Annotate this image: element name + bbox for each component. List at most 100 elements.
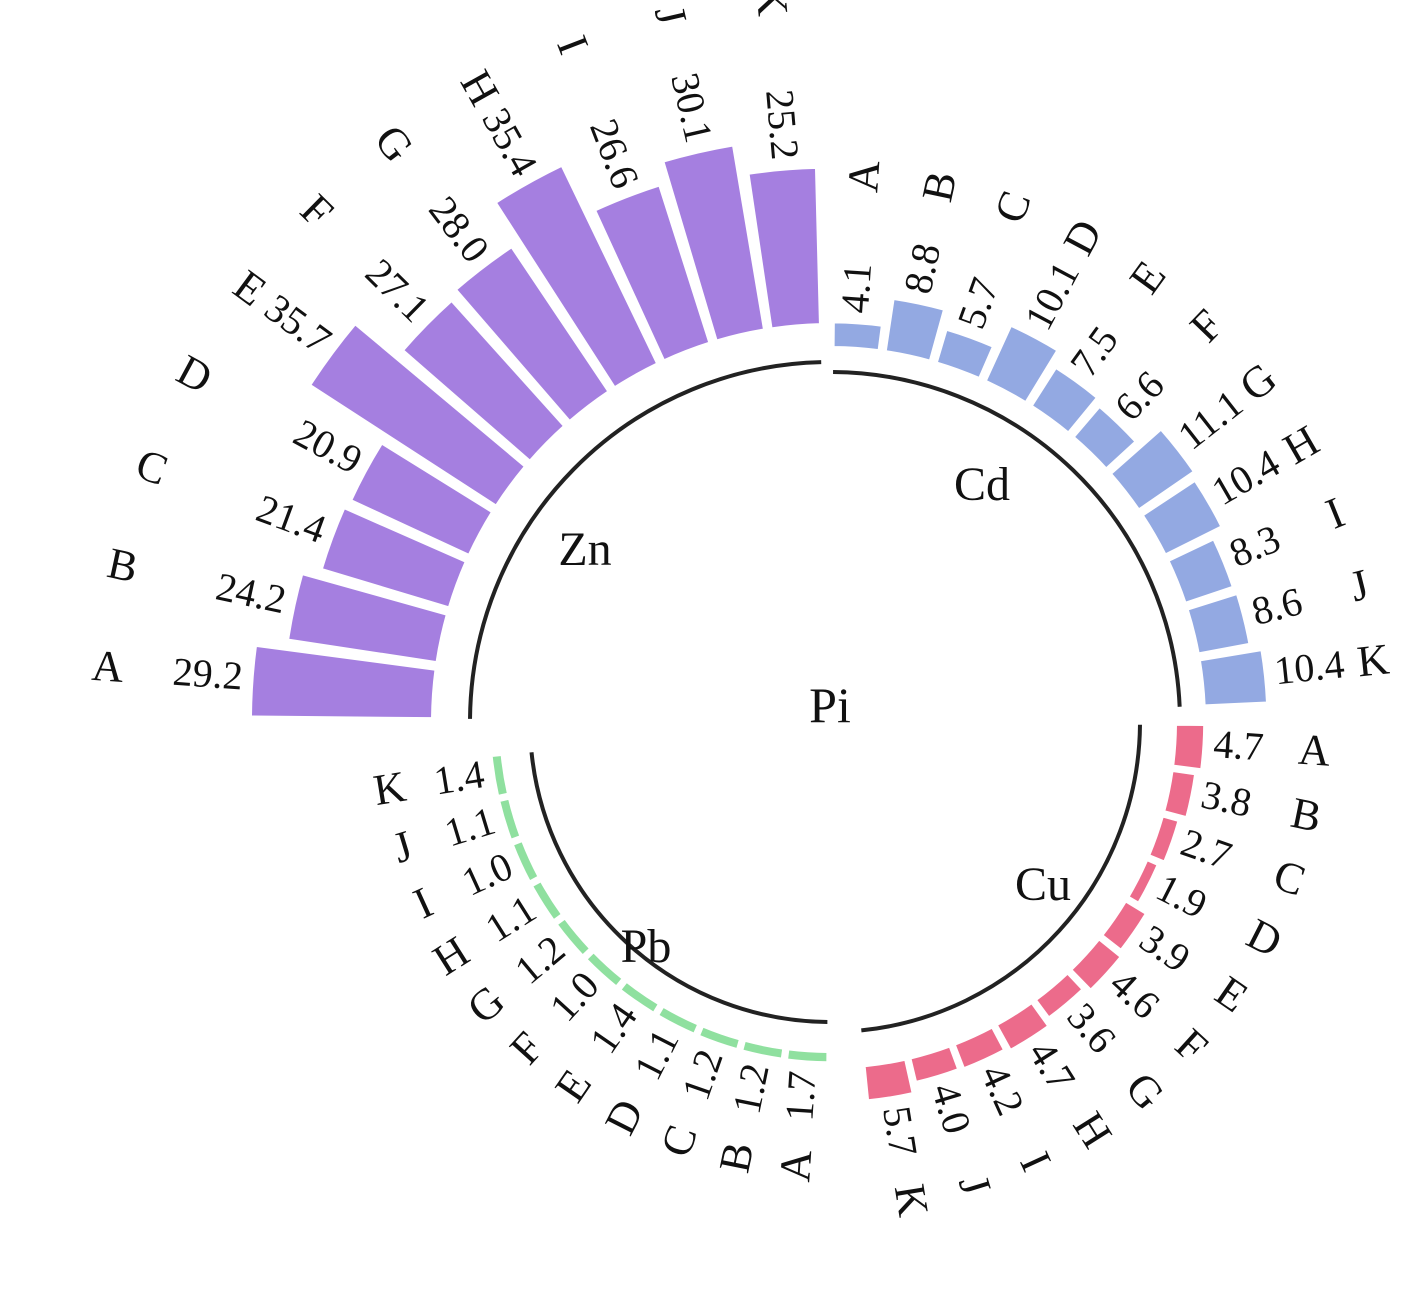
bar-zn-e — [308, 322, 527, 507]
bar-zn-i — [593, 184, 711, 362]
value-label-cd-f: 6.6 — [1106, 362, 1173, 429]
value-label-zn-j: 30.1 — [662, 68, 722, 146]
value-label-cu-j: 4.0 — [923, 1078, 981, 1139]
bar-zn-d — [349, 442, 494, 557]
value-label-zn-e: 35.7 — [257, 285, 340, 363]
bar-pb-d — [656, 1005, 700, 1035]
group-label-cu: Cu — [1015, 858, 1071, 911]
bar-zn-a — [249, 644, 437, 720]
value-label-cd-j: 8.6 — [1247, 578, 1306, 634]
bar-cd-i — [1167, 538, 1234, 604]
category-label-cd-k: K — [1355, 634, 1392, 686]
bar-cu-g — [1034, 972, 1084, 1019]
bar-cu-h — [995, 1001, 1050, 1052]
bar-zn-j — [662, 144, 766, 342]
category-label-zn-h: H — [451, 62, 509, 114]
baseline-arc-cd — [833, 370, 1182, 707]
category-label-cd-e: E — [1120, 252, 1175, 303]
baseline-arc-cu — [861, 724, 1142, 1033]
value-label-pb-k: 1.4 — [431, 751, 488, 803]
category-label-zn-j: J — [645, 1, 697, 29]
category-label-cu-c: C — [1268, 850, 1312, 906]
bar-zn-k — [747, 166, 821, 330]
category-label-zn-c: C — [130, 439, 175, 495]
bar-cd-j — [1186, 592, 1251, 655]
category-label-cu-k: K — [885, 1181, 938, 1220]
category-label-pb-i: I — [406, 878, 440, 929]
bar-zn-c — [320, 506, 468, 609]
value-label-cd-e: 7.5 — [1061, 318, 1127, 385]
category-label-pb-g: G — [458, 976, 514, 1034]
value-label-pb-b: 1.2 — [724, 1060, 778, 1118]
value-label-zn-h: 35.4 — [473, 100, 546, 183]
value-label-cd-g: 11.1 — [1169, 381, 1251, 459]
value-label-zn-b: 24.2 — [212, 564, 290, 623]
category-label-cu-a: A — [1297, 725, 1332, 776]
bar-pb-j — [498, 797, 522, 841]
bar-pb-i — [511, 839, 540, 883]
bar-cd-d — [984, 324, 1059, 404]
bar-cd-a — [832, 321, 883, 352]
category-label-pb-a: A — [770, 1148, 821, 1183]
value-label-cd-i: 8.3 — [1223, 516, 1286, 576]
value-label-cd-a: 4.1 — [832, 262, 880, 315]
category-label-pb-k: K — [370, 762, 409, 815]
value-label-cd-d: 10.1 — [1016, 254, 1089, 337]
bar-pb-f — [585, 950, 624, 988]
category-label-pb-b: B — [710, 1138, 764, 1177]
category-label-cd-j: J — [1345, 560, 1373, 612]
bar-pb-h — [530, 879, 564, 922]
bar-zn-f — [401, 299, 566, 463]
category-label-zn-f: F — [291, 185, 343, 237]
category-label-cd-f: F — [1180, 300, 1232, 352]
group-label-zn: Zn — [558, 523, 611, 576]
value-label-zn-d: 20.9 — [287, 410, 370, 483]
bar-cu-i — [953, 1026, 1006, 1070]
category-label-pb-h: H — [425, 927, 478, 985]
bar-cd-e — [1030, 366, 1099, 434]
category-label-zn-i: I — [547, 29, 598, 60]
category-label-cd-a: A — [838, 159, 889, 194]
category-label-pb-f: F — [500, 1023, 553, 1074]
bar-cu-k — [863, 1058, 914, 1102]
category-label-cu-e: E — [1207, 966, 1257, 1022]
value-label-cu-h: 4.7 — [1020, 1033, 1085, 1099]
center-label: Pi — [809, 677, 851, 733]
category-label-zn-d: D — [169, 345, 220, 403]
value-label-zn-c: 21.4 — [251, 485, 332, 551]
bar-pb-e — [619, 980, 661, 1015]
value-label-pb-a: 1.7 — [776, 1070, 824, 1123]
baseline-arc-zn — [468, 360, 822, 719]
category-label-pb-c: C — [651, 1119, 707, 1163]
value-label-cd-b: 8.8 — [895, 239, 949, 297]
category-label-cd-d: D — [1054, 212, 1112, 263]
category-label-zn-b: B — [103, 538, 142, 592]
category-label-cu-f: F — [1166, 1019, 1217, 1072]
value-label-zn-g: 28.0 — [420, 188, 498, 271]
value-label-cd-c: 5.7 — [948, 272, 1007, 334]
group-label-pb: Pb — [621, 920, 672, 973]
bar-cd-g — [1109, 428, 1196, 511]
group-label-cd: Cd — [954, 458, 1010, 511]
value-label-cu-k: 5.7 — [874, 1103, 926, 1160]
category-label-cd-c: C — [985, 185, 1041, 229]
value-label-zn-k: 25.2 — [757, 88, 808, 162]
value-label-zn-f: 27.1 — [357, 250, 438, 331]
bar-cd-h — [1141, 479, 1223, 556]
bar-pb-b — [741, 1039, 785, 1060]
value-label-cu-i: 4.2 — [972, 1058, 1034, 1122]
category-label-cd-i: I — [1319, 488, 1351, 539]
value-label-zn-i: 26.6 — [581, 113, 648, 195]
category-label-zn-a: A — [90, 641, 125, 692]
value-label-cu-a: 4.7 — [1212, 721, 1265, 769]
baseline-arc-pb — [529, 752, 828, 1024]
category-label-cd-h: H — [1275, 416, 1327, 474]
bar-cd-b — [884, 297, 946, 362]
bar-cd-c — [935, 328, 995, 380]
category-label-cu-g: G — [1116, 1063, 1174, 1119]
value-label-cu-c: 2.7 — [1175, 819, 1237, 878]
category-label-zn-g: G — [365, 116, 423, 171]
category-label-cu-b: B — [1287, 788, 1326, 842]
